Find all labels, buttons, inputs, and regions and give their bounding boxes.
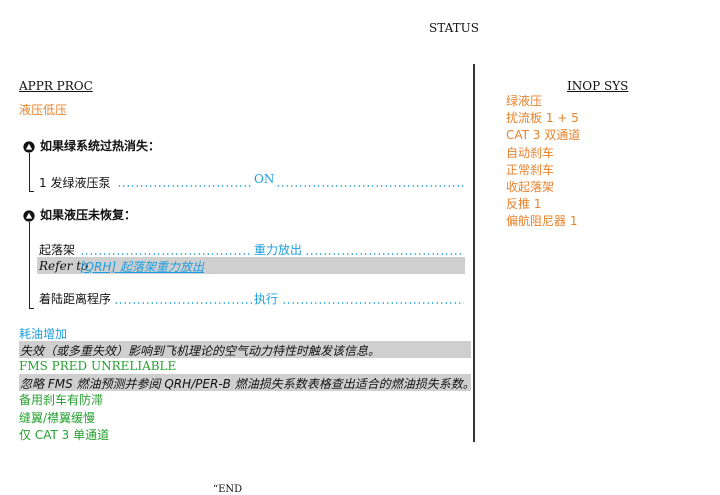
fuel-note-row [19, 341, 471, 358]
inop-item-cat3-dual: CAT 3 双通道 [506, 128, 581, 143]
inop-item-spoilers: 扰流板 1 + 5 [506, 111, 579, 126]
step-landing-gear-label: 起落架 [39, 243, 76, 257]
fms-note-row [19, 374, 471, 391]
warning-triangle-icon [23, 210, 35, 222]
inop-item-autobrake: 自动刹车 [506, 145, 555, 160]
appr-proc-heading: APPR PROC [19, 79, 93, 93]
step-landing-distance-value: 执行 [254, 292, 279, 306]
inop-item-green-hyd: 绿液压 [506, 94, 543, 108]
condition-bracket [29, 153, 34, 192]
fuel-consumption-title: 耗油增加 [19, 327, 68, 341]
condition-bracket [29, 222, 34, 309]
inop-sys-heading: INOP SYS [567, 79, 629, 93]
leader-dots [117, 178, 253, 188]
column-divider [473, 64, 475, 442]
fms-note-text: 忽略 FMS 燃油预测并参阅 QRH/PER-B 燃油损失系数表格查出适合的燃油… [20, 377, 475, 391]
leader-dots [305, 246, 464, 256]
step-green-pump-value: ON [254, 172, 275, 186]
condition-green-overheat-title: 如果绿系统过热消失： [40, 139, 161, 153]
leader-dots [276, 178, 464, 188]
inop-item-reverser: 反推 1 [506, 197, 542, 212]
inop-item-gear-retract: 收起落架 [506, 180, 555, 195]
refer-prefix: Refer to [39, 259, 89, 273]
fuel-note-text: 失效（或多重失效）影响到飞机理论的空气动力特性时触发该信息。 [20, 344, 381, 358]
cat3-single-only: 仅 CAT 3 单通道 [19, 428, 110, 442]
hydraulic-low-pressure-title: 液压低压 [19, 103, 68, 117]
step-landing-distance-label: 着陆距离程序 [39, 292, 112, 306]
warning-triangle-icon [23, 141, 35, 153]
qrh-gravity-extension-link[interactable]: [QRH] 起落架重力放出 [80, 260, 204, 274]
inop-sys-list: 绿液压 扰流板 1 + 5 CAT 3 双通道 自动刹车 正常刹车 收起落架 反… [506, 93, 580, 231]
inop-item-yaw-damper: 偏航阻尼器 1 [506, 214, 578, 229]
leader-dots [282, 295, 464, 305]
step-landing-gear-value: 重力放出 [254, 243, 303, 257]
page-title: STATUS [429, 21, 479, 35]
fms-pred-title: FMS PRED UNRELIABLE [19, 359, 177, 373]
leader-dots [80, 246, 252, 256]
inop-item-normal-brake: 正常刹车 [506, 162, 555, 177]
refer-qrh-row [37, 257, 465, 274]
slats-flaps-slow: 缝翼/襟翼缓慢 [19, 411, 96, 425]
step-green-pump-label: 1 发绿液压泵 [39, 176, 111, 190]
end-marker: “END [213, 484, 243, 495]
alt-brake-antiskid: 备用刹车有防滞 [19, 393, 104, 407]
condition-hydraulic-not-recovered-title: 如果液压未恢复： [40, 208, 137, 222]
leader-dots [114, 295, 252, 305]
